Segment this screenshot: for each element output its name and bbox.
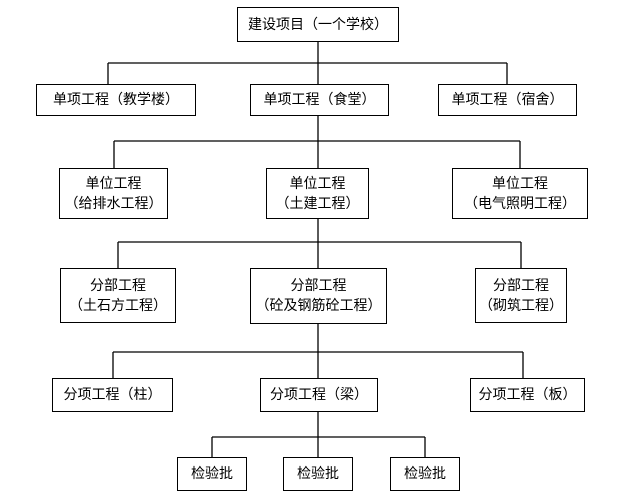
node-level2-civil: 单位工程 （土建工程） [266, 168, 369, 219]
node-level5-inspection-lot-2: 检验批 [283, 457, 353, 491]
node-root: 建设项目（一个学校） [237, 7, 399, 42]
node-level4-beam: 分项工程（梁） [260, 378, 378, 412]
node-level5-inspection-lot-1: 检验批 [177, 457, 247, 491]
node-level5-inspection-lot-3: 检验批 [390, 457, 460, 491]
node-label: 单项工程（宿舍） [451, 92, 564, 108]
node-subtitle: （砼及钢筋砼工程） [255, 298, 382, 314]
node-subtitle: （土石方工程） [69, 297, 167, 314]
node-title: 单位工程 [492, 175, 548, 192]
node-level3-masonry: 分部工程 （砌筑工程） [475, 268, 567, 323]
node-label: 单项工程（教学楼） [53, 92, 179, 108]
node-subtitle: （给排水工程） [64, 195, 163, 212]
node-label: 检验批 [404, 466, 446, 482]
node-title: 分部工程 [90, 277, 146, 294]
node-level3-concrete: 分部工程 （砼及钢筋砼工程） [250, 268, 387, 324]
node-label: 分项工程（板） [478, 387, 577, 403]
node-subtitle: （土建工程） [275, 195, 360, 212]
node-subtitle: （电气照明工程） [464, 195, 576, 212]
node-level1-teaching-building: 单项工程（教学楼） [36, 84, 196, 116]
node-level1-canteen: 单项工程（食堂） [250, 84, 389, 116]
node-level2-plumbing: 单位工程 （给排水工程） [59, 168, 168, 219]
node-label: 检验批 [297, 466, 339, 482]
node-label: 分项工程（梁） [270, 387, 368, 403]
node-level1-dormitory: 单项工程（宿舍） [438, 84, 577, 116]
node-level2-electrical: 单位工程 （电气照明工程） [452, 168, 588, 219]
node-level4-slab: 分项工程（板） [470, 378, 585, 412]
node-title: 分部工程 [493, 277, 549, 294]
node-level4-column: 分项工程（柱） [52, 378, 173, 412]
node-level3-earthwork: 分部工程 （土石方工程） [60, 268, 176, 323]
node-label: 建设项目（一个学校） [248, 16, 388, 33]
node-subtitle: （砌筑工程） [479, 297, 563, 314]
node-label: 单项工程（食堂） [263, 92, 376, 108]
node-title: 单位工程 [85, 175, 142, 192]
node-label: 分项工程（柱） [63, 387, 162, 403]
node-title: 单位工程 [289, 175, 346, 192]
node-label: 检验批 [191, 466, 233, 482]
node-title: 分部工程 [290, 278, 347, 294]
